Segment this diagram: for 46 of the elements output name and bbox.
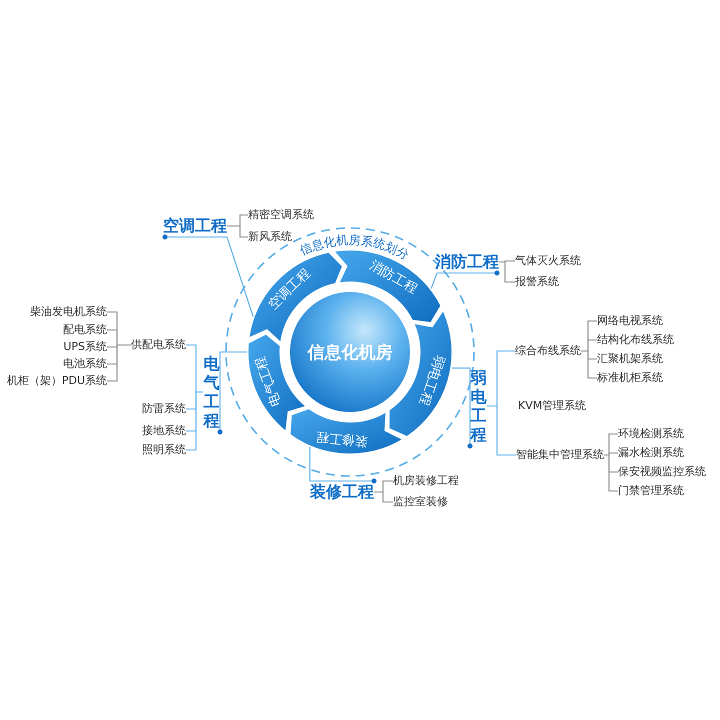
system-label: 环境检测系统 bbox=[618, 427, 684, 441]
system-label: 气体灭火系统 bbox=[515, 254, 581, 268]
system-label: 网络电视系统 bbox=[597, 314, 663, 328]
bracket-line bbox=[604, 454, 618, 492]
system-label: 智能集中管理系统 bbox=[516, 448, 604, 462]
leader-line bbox=[218, 351, 247, 434]
segment-label: 电气工程 bbox=[252, 354, 286, 409]
system-label: 柴油发电机系统 bbox=[30, 305, 107, 319]
category-title: 电气工程 bbox=[203, 354, 220, 430]
system-label: 结构化布线系统 bbox=[597, 333, 674, 347]
system-label: 供配电系统 bbox=[131, 338, 186, 352]
bracket-line bbox=[374, 491, 393, 503]
system-label: 漏水检测系统 bbox=[618, 446, 684, 460]
system-label: 精密空调系统 bbox=[248, 208, 314, 222]
system-label: 防雷系统 bbox=[142, 402, 186, 416]
leader-line bbox=[162, 234, 254, 317]
system-label: 监控室装修 bbox=[393, 495, 448, 509]
system-label: 机柜（架）PDU系统 bbox=[6, 374, 107, 388]
bracket-line bbox=[107, 344, 131, 382]
bracket-line bbox=[227, 225, 248, 238]
system-label: 汇聚机架系统 bbox=[597, 352, 663, 366]
bracket-line bbox=[186, 391, 203, 451]
leader-line bbox=[309, 446, 376, 484]
segment-label: 弱电工程 bbox=[415, 352, 448, 408]
system-label: 门禁管理系统 bbox=[618, 484, 684, 498]
category-title: 消防工程 bbox=[435, 252, 499, 272]
system-label: KVM管理系统 bbox=[518, 399, 586, 413]
system-label: 报警系统 bbox=[515, 275, 559, 289]
system-label: 标准机柜系统 bbox=[597, 371, 663, 385]
category-title: 弱电工程 bbox=[470, 368, 487, 444]
system-label: 机房装修工程 bbox=[393, 474, 459, 488]
category-title: 装修工程 bbox=[310, 482, 374, 502]
system-label: 电池系统 bbox=[63, 357, 107, 371]
category-title: 空调工程 bbox=[163, 216, 227, 236]
bracket-line bbox=[487, 405, 516, 456]
leader-line bbox=[430, 270, 500, 289]
system-label: 新风系统 bbox=[248, 230, 292, 244]
system-label: 照明系统 bbox=[142, 443, 186, 457]
bracket-line bbox=[499, 261, 515, 283]
segment-label: 装修工程 bbox=[315, 427, 368, 448]
system-label: UPS系统 bbox=[63, 340, 107, 354]
system-label: 配电系统 bbox=[63, 323, 107, 337]
system-label: 接地系统 bbox=[142, 424, 186, 438]
leader-line bbox=[452, 368, 472, 448]
system-label: 综合布线系统 bbox=[515, 344, 581, 358]
system-label: 保安视频监控系统 bbox=[618, 465, 706, 479]
